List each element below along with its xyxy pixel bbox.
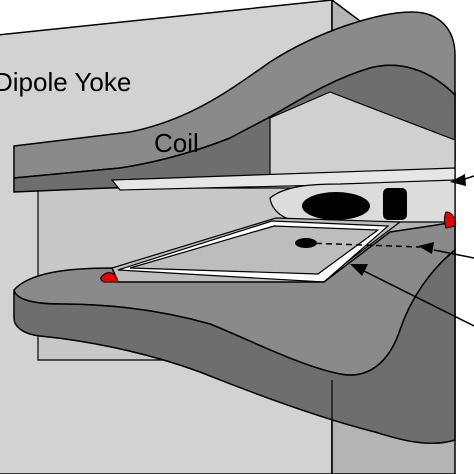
beam-aperture: [302, 192, 370, 220]
pointer-arrows: [305, 174, 474, 327]
measurement-plate-inner: [129, 225, 380, 275]
lower-coil-front: [13, 248, 456, 445]
red-marker-left: [100, 272, 119, 283]
arrow-line-probe-2: [433, 249, 474, 259]
arrowhead-plate: [350, 264, 368, 276]
lower-pole: [111, 217, 402, 285]
arrow-line-plate: [361, 269, 474, 327]
red-marker-right: [444, 211, 456, 229]
coil-label: Coil: [154, 128, 199, 158]
arrowhead-probe: [418, 242, 434, 254]
antechamber-slot: [383, 188, 407, 220]
vacuum-chamber: [269, 179, 456, 223]
upper-pole: [110, 91, 456, 191]
arrow-line-probe: [305, 242, 421, 248]
dipole-yoke-label: Dipole Yoke: [0, 67, 132, 97]
upper-pole-front: [269, 91, 456, 179]
arrowhead-chamber: [450, 174, 466, 186]
